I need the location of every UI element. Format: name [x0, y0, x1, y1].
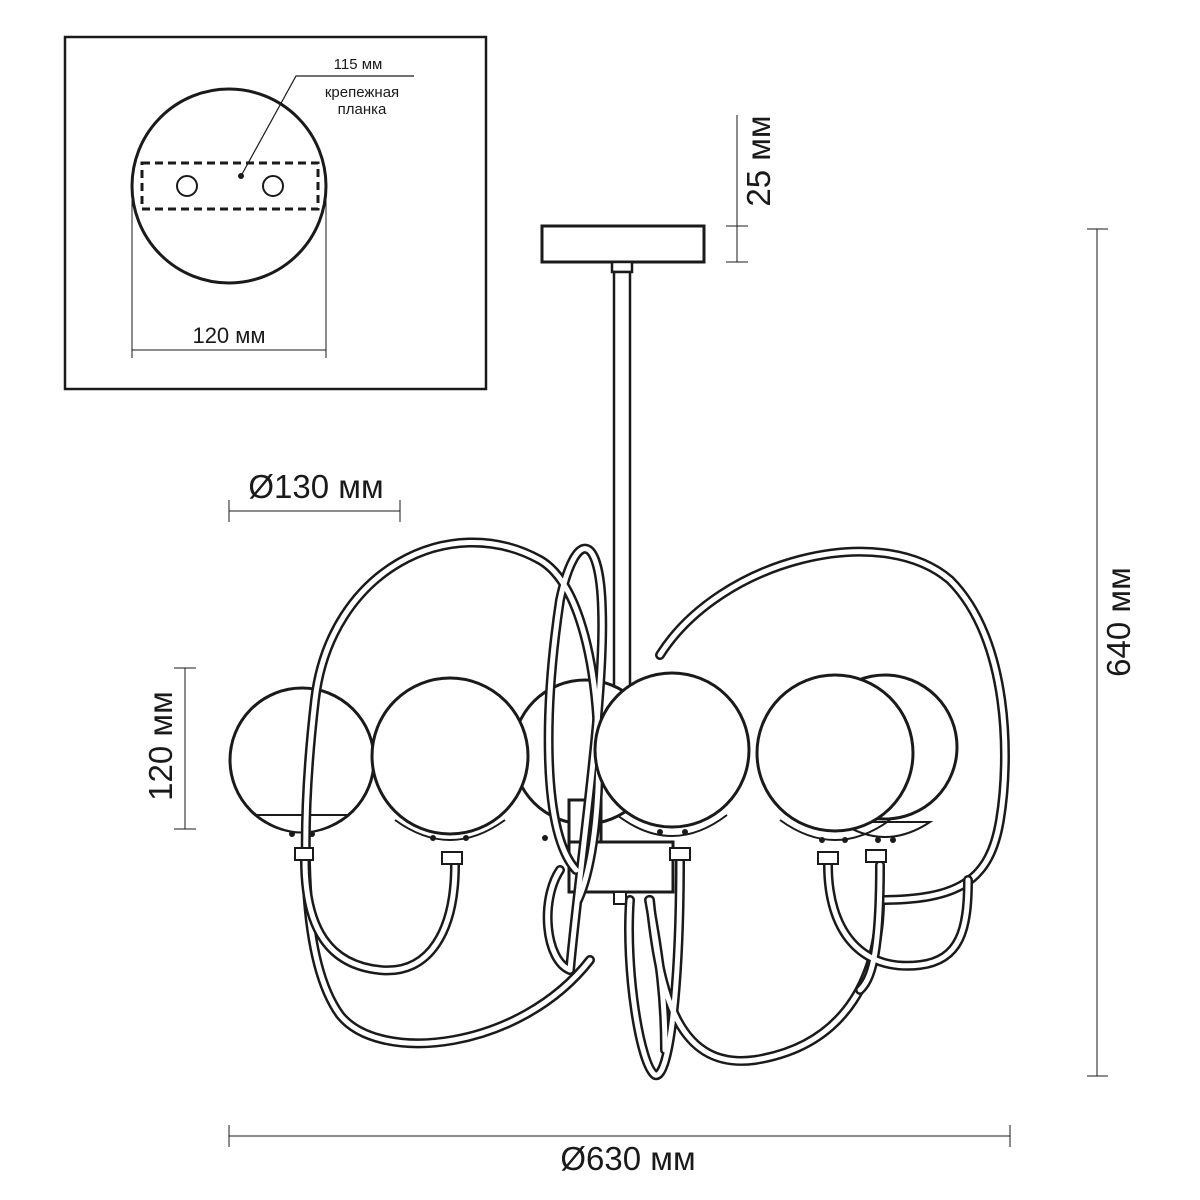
canopy-circle [130, 87, 328, 285]
dimension-shade-height: 120 мм [142, 667, 196, 830]
chandelier-drawing [228, 224, 1010, 1080]
hub-bottom-nub [613, 891, 627, 905]
label-120mm-inset: 120 мм [192, 323, 265, 348]
label-mounting-plate-line1: крепежная [325, 84, 399, 101]
label-630mm-diameter: Ø630 мм [560, 1140, 695, 1177]
dimension-total-height: 640 мм [1087, 228, 1137, 1077]
label-120mm-shade: 120 мм [142, 691, 179, 801]
mounting-hole-right [262, 175, 284, 197]
leader-line [240, 75, 414, 177]
ceiling-canopy [540, 224, 706, 264]
label-mounting-plate-line2: планка [338, 101, 387, 118]
globe-back-left-fitting [294, 847, 314, 861]
label-640mm: 640 мм [1100, 567, 1137, 677]
globe-front-right [755, 673, 915, 865]
dimension-canopy-height: 25 мм [726, 115, 777, 263]
dimension-total-diameter: Ø630 мм [228, 1125, 1011, 1177]
globe-front-left [370, 676, 530, 865]
stem-rod [612, 270, 632, 694]
inset-frame [63, 35, 488, 391]
canopy-bottom-view-inset: 115 мм крепежная планка 120 мм [63, 35, 488, 391]
globe-front-center [593, 671, 751, 861]
dimension-shade-diameter: Ø130 мм [228, 468, 401, 522]
mounting-hole-left [176, 175, 198, 197]
label-130mm-diameter: Ø130 мм [248, 468, 383, 505]
mounting-plate-dashed [140, 161, 320, 211]
label-25mm: 25 мм [740, 115, 777, 206]
hook-arms [300, 855, 973, 995]
stem-collar [610, 260, 634, 274]
label-115mm: 115 мм [334, 56, 383, 73]
